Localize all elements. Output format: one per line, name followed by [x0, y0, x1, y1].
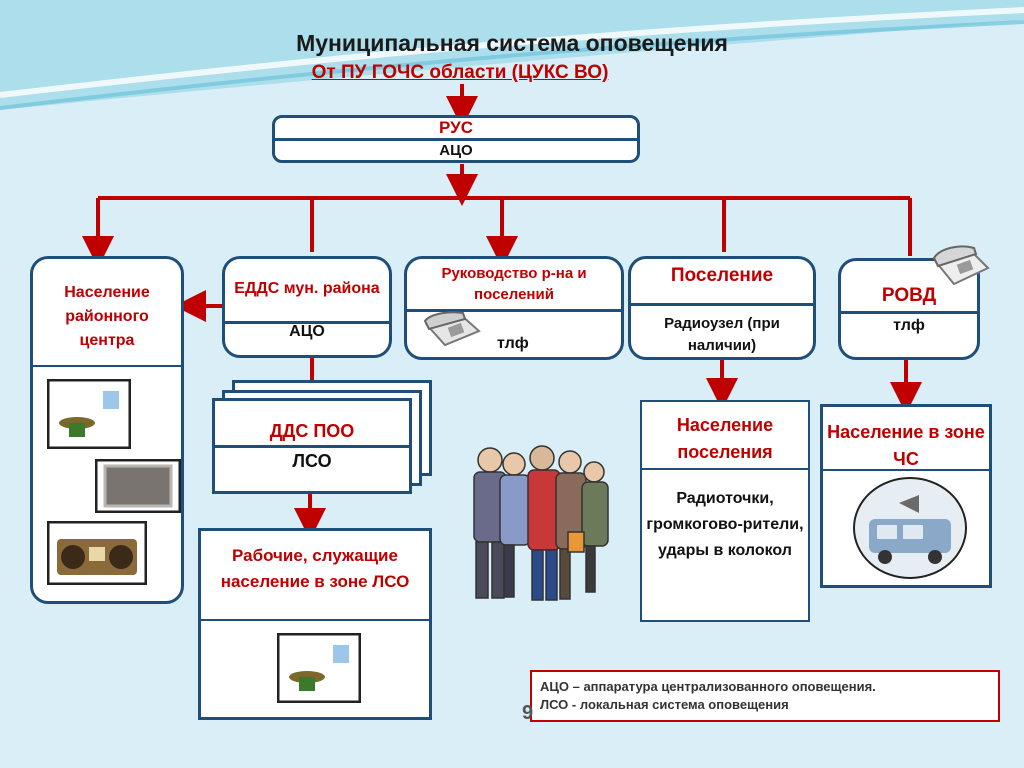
edds-aco-label: АЦО	[289, 323, 325, 340]
rus-aco-label: АЦО	[439, 142, 473, 159]
legend-line-aco: АЦО – аппаратура централизованного опове…	[540, 679, 876, 694]
people-crowd-icon	[473, 445, 609, 601]
settlement-box: Поселение Радиоузел (при наличии)	[628, 256, 816, 360]
edds-box: ЕДДС мун. района АЦО	[222, 256, 392, 358]
workers-title: Рабочие, служащие население в зоне ЛСО	[220, 546, 410, 591]
legend-line-lso: ЛСО - локальная система оповещения	[540, 697, 789, 712]
vehicle-loudspeaker-icon	[853, 477, 967, 579]
telephone-icon	[423, 311, 481, 347]
population-center-title: Население районного центра	[64, 284, 150, 349]
legend-box: АЦО – аппаратура централизованного опове…	[530, 670, 1000, 722]
robd-phone-label: тлф	[893, 317, 925, 334]
page-number: 9	[522, 702, 534, 724]
leadership-phone-label: тлф	[497, 335, 529, 352]
population-center-box: Население районного центра	[30, 256, 184, 604]
settlement-population-title: Население поселения	[676, 415, 774, 462]
tv-icon	[95, 459, 181, 513]
leadership-box: Руководство р-на и поселений тлф	[404, 256, 624, 360]
rus-label: РУС	[439, 118, 473, 137]
loudspeaker-icon	[277, 633, 361, 703]
page-subtitle: От ПУ ГОЧС области (ЦУКС ВО)	[311, 62, 609, 83]
rus-box: РУС АЦО	[272, 115, 640, 163]
settlement-radio-label: Радиоузел (при наличии)	[664, 315, 780, 354]
emergency-population-box: Население в зоне ЧС	[820, 404, 992, 588]
dds-poo-box: ДДС ПОО ЛСО	[212, 398, 412, 494]
settlement-label: Поселение	[670, 265, 774, 286]
dds-poo-lso-label: ЛСО	[292, 451, 332, 471]
emergency-population-title: Население в зоне ЧС	[827, 422, 985, 469]
boombox-icon	[47, 521, 147, 585]
dds-poo-label: ДДС ПОО	[269, 421, 355, 441]
leadership-label: Руководство р-на и поселений	[441, 265, 587, 303]
edds-label: ЕДДС мун. района	[234, 280, 380, 297]
page-title: Муниципальная система оповещения	[296, 30, 728, 56]
loudspeaker-icon	[47, 379, 131, 449]
settlement-population-box: Население поселения Радиоточки, громкого…	[640, 400, 810, 622]
robd-label: РОВД	[881, 285, 937, 306]
settlement-population-body: Радиоточки, громкогово-рители, удары в к…	[646, 490, 804, 559]
telephone-icon	[932, 245, 990, 286]
workers-box: Рабочие, служащие население в зоне ЛСО	[198, 528, 432, 720]
